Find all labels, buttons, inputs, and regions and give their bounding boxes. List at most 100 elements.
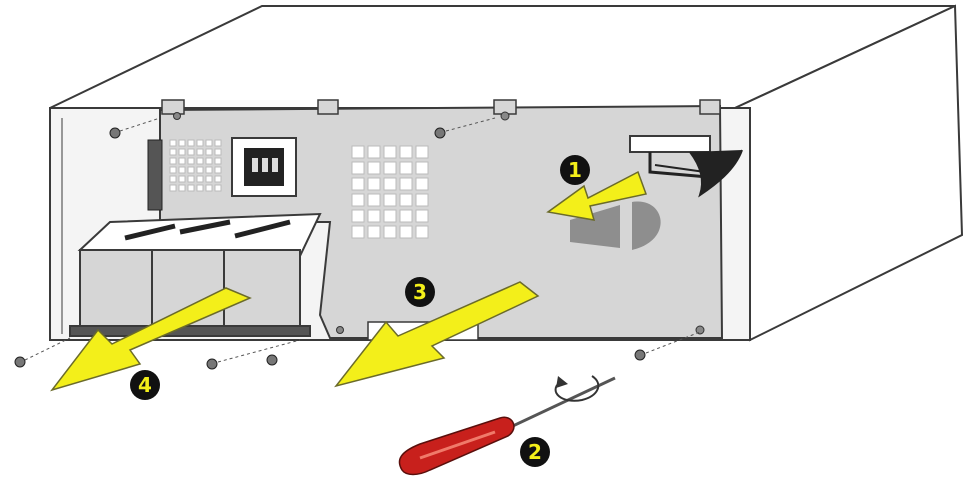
screw-icon <box>173 112 181 120</box>
vent-hole <box>196 175 204 183</box>
vent-hole <box>351 193 365 207</box>
vent-hole <box>351 145 365 159</box>
vent-hole <box>187 166 195 174</box>
screw-icon <box>634 349 646 361</box>
screw-icon <box>434 127 446 139</box>
screw-icon <box>695 325 705 335</box>
vent-hole <box>351 161 365 175</box>
battery-cell <box>79 249 153 331</box>
vent-hole <box>214 148 222 156</box>
vent-hole <box>415 145 429 159</box>
vent-hole <box>169 139 177 147</box>
vent-hole <box>399 145 413 159</box>
top-notch-mid <box>317 99 339 115</box>
vent-hole <box>367 161 381 175</box>
rotation-arrowhead <box>556 376 568 388</box>
vent-hole <box>214 184 222 192</box>
arrow-step-3 <box>334 281 540 388</box>
step-badge-4: 4 <box>130 370 160 400</box>
step-badge-1: 1 <box>560 155 590 185</box>
vent-hole <box>205 184 213 192</box>
screw-icon <box>266 354 278 366</box>
vent-hole <box>196 148 204 156</box>
vent-hole <box>367 225 381 239</box>
battery-tray <box>69 325 311 337</box>
step-badge-3: 3 <box>405 277 435 307</box>
vent-hole <box>187 139 195 147</box>
vent-hole <box>178 184 186 192</box>
vent-hole <box>178 139 186 147</box>
screw-icon <box>336 326 344 334</box>
vent-hole <box>187 157 195 165</box>
vent-hole <box>367 177 381 191</box>
svg-text:1: 1 <box>568 158 582 182</box>
vent-hole <box>399 161 413 175</box>
vent-hole <box>205 139 213 147</box>
vent-hole <box>196 166 204 174</box>
connector-shape-left <box>570 205 620 248</box>
screw-icon <box>14 356 26 368</box>
center-vent-grid <box>351 145 429 239</box>
vent-hole <box>383 161 397 175</box>
vent-hole <box>351 209 365 223</box>
vent-hole <box>383 209 397 223</box>
cable-connector <box>629 135 743 198</box>
vent-hole <box>415 161 429 175</box>
vent-hole <box>415 225 429 239</box>
vent-hole <box>399 177 413 191</box>
top-notch-left <box>161 99 185 115</box>
svg-text:2: 2 <box>528 440 542 464</box>
vent-hole <box>169 157 177 165</box>
arrows <box>50 170 647 392</box>
connector-shape-right <box>632 201 661 250</box>
vent-hole <box>399 209 413 223</box>
vent-hole <box>196 139 204 147</box>
vent-hole <box>399 225 413 239</box>
vent-hole <box>178 157 186 165</box>
rotation-arrow-icon <box>554 375 600 402</box>
vent-hole <box>214 139 222 147</box>
left-vent-grid <box>169 139 222 192</box>
vent-hole <box>383 177 397 191</box>
vent-hole <box>178 148 186 156</box>
vent-hole <box>367 209 381 223</box>
svg-text:3: 3 <box>413 280 427 304</box>
vent-hole <box>214 175 222 183</box>
vent-hole <box>383 145 397 159</box>
vent-hole <box>383 225 397 239</box>
vent-hole <box>187 175 195 183</box>
vent-hole <box>205 166 213 174</box>
vent-hole <box>187 148 195 156</box>
screw-icon <box>109 127 121 139</box>
vent-hole <box>415 209 429 223</box>
vent-hole <box>169 184 177 192</box>
step-badge-2: 2 <box>520 437 550 467</box>
battery-cell <box>223 249 301 331</box>
vent-hole <box>178 166 186 174</box>
vent-hole <box>169 175 177 183</box>
vent-hole <box>367 145 381 159</box>
vent-hole <box>178 175 186 183</box>
vent-hole <box>399 193 413 207</box>
vent-hole <box>383 193 397 207</box>
screwdriver-icon <box>398 376 616 476</box>
top-notch-far-right <box>699 99 721 115</box>
vent-hole <box>169 166 177 174</box>
svg-text:4: 4 <box>138 373 152 397</box>
vent-hole <box>205 157 213 165</box>
screw-icon <box>500 111 510 121</box>
vent-hole <box>205 175 213 183</box>
screw-icon <box>206 358 218 370</box>
power-inlet-icon <box>231 137 297 197</box>
vent-hole <box>351 177 365 191</box>
vent-hole <box>367 193 381 207</box>
vent-hole <box>187 184 195 192</box>
vent-hole <box>415 193 429 207</box>
vent-hole <box>169 148 177 156</box>
vent-hole <box>205 148 213 156</box>
vent-hole <box>351 225 365 239</box>
left-rail <box>147 139 163 211</box>
arrow-step-4 <box>50 287 252 392</box>
